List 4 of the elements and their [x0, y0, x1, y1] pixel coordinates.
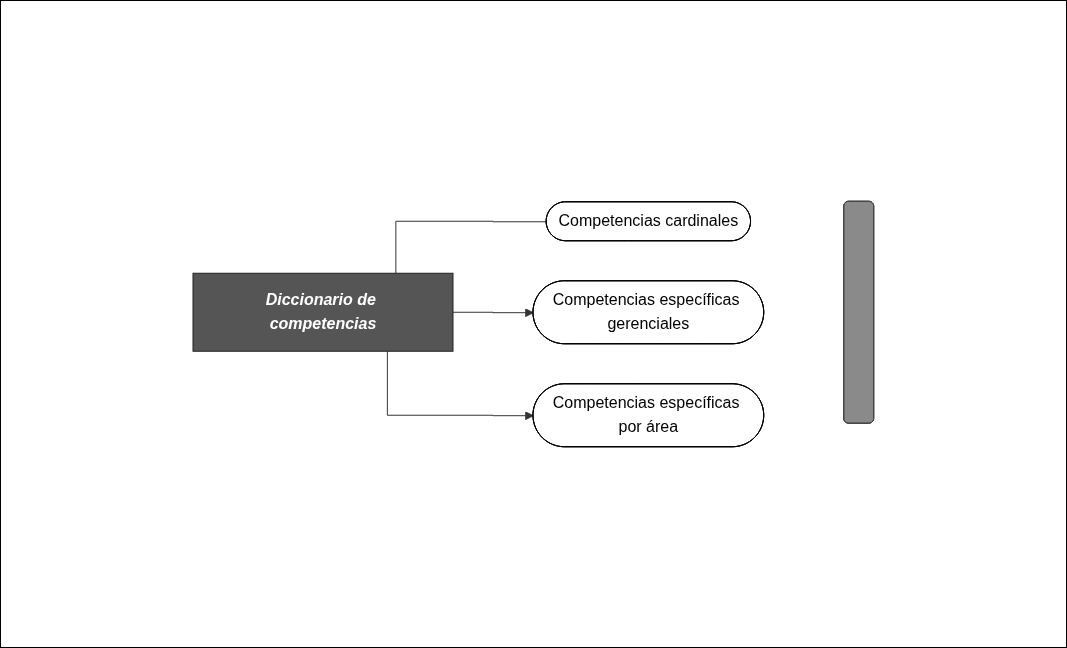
arrow [452, 308, 535, 318]
node-box: Diccionario de competencias [192, 272, 454, 352]
connector [395, 220, 548, 274]
arrow [387, 350, 535, 421]
